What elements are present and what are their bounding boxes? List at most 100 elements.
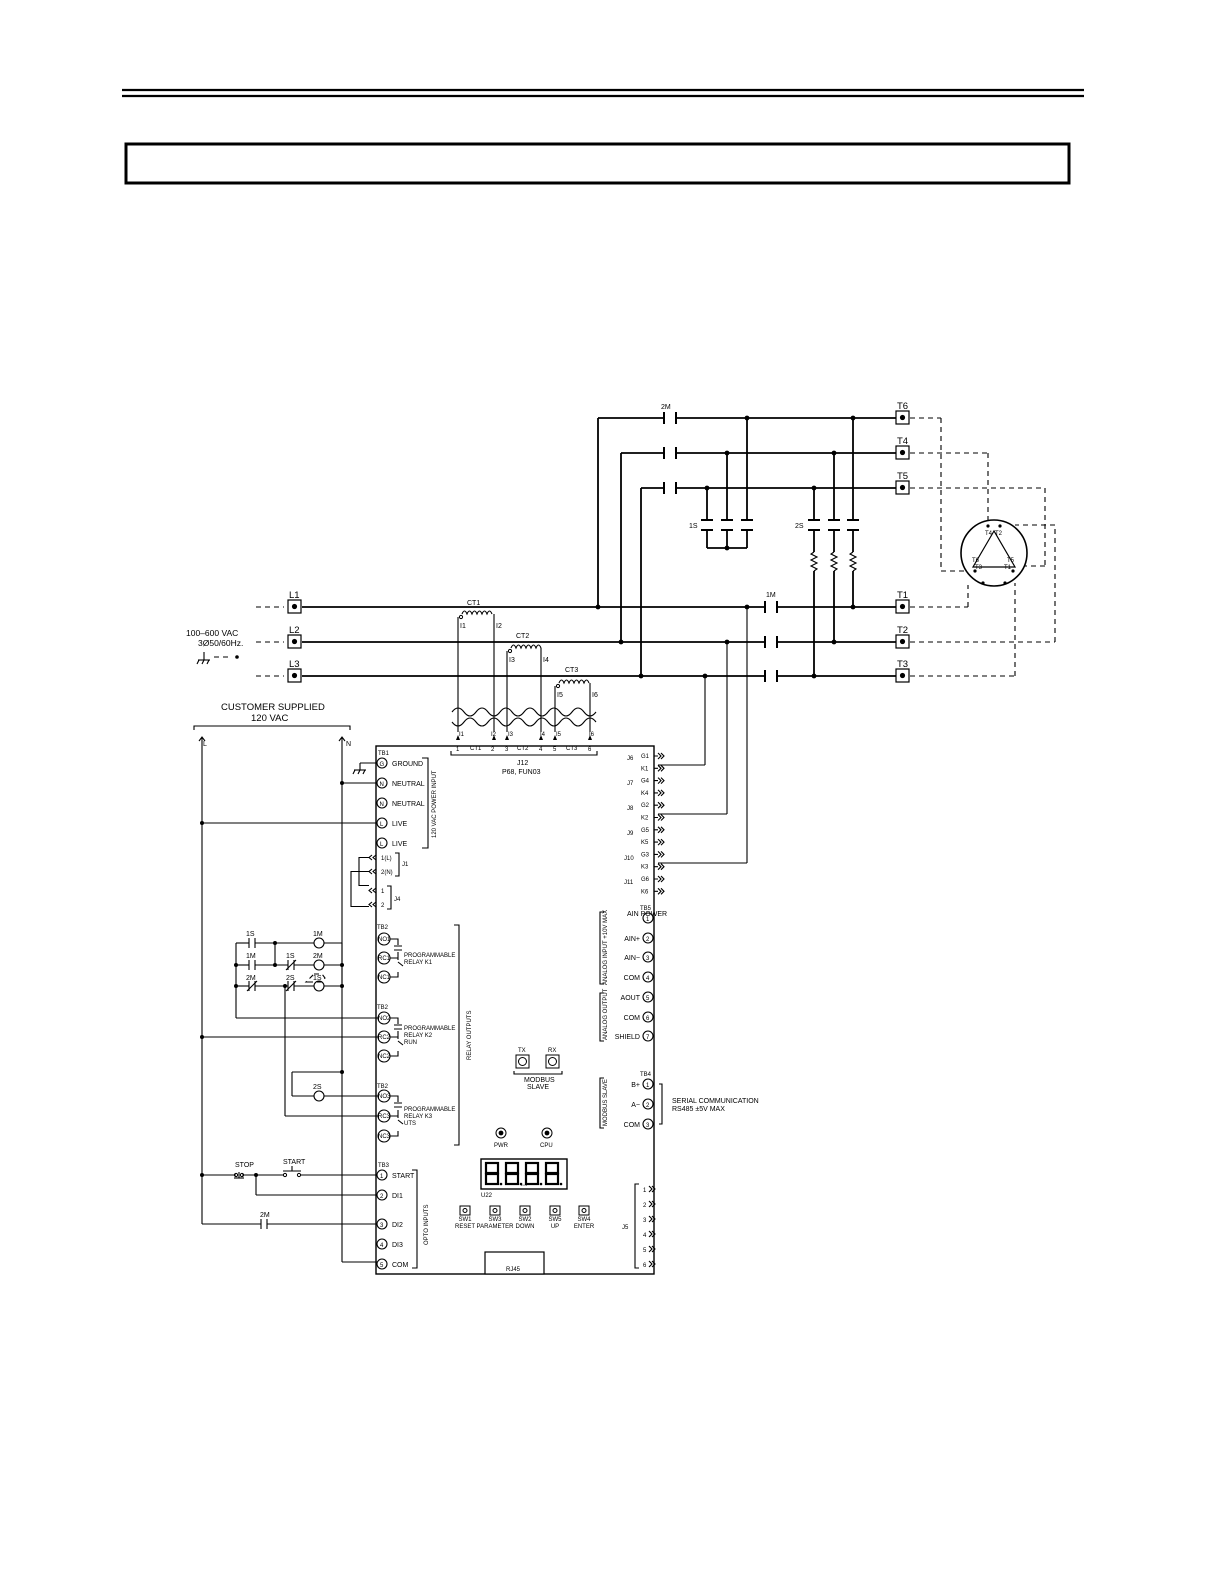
display-digit <box>524 1161 543 1186</box>
contactor-1m-label: 1M <box>766 592 776 599</box>
title-box <box>124 142 1071 185</box>
tb1-name-4: LIVE <box>392 821 408 828</box>
tb3-block: TB3 1 START 2 DI1 3 DI2 4 DI3 5 COM OPTO… <box>376 1163 430 1270</box>
relay-k3-desc-2: RELAY K3 <box>404 1114 433 1120</box>
j5-pin-arrow <box>648 1200 656 1208</box>
rj45-label: RJ45 <box>506 1267 521 1273</box>
switch-name: PARAMETER <box>477 1224 515 1230</box>
tb5-code: 3 <box>646 956 650 962</box>
relay-k2-block: TB2 <box>377 1005 389 1011</box>
tb4-group-label: MODBUS SLAVE <box>603 1079 609 1126</box>
ct-pin-label: K4 <box>641 791 649 797</box>
tb1-name-1: GROUND <box>392 761 423 768</box>
tb5-name: COM <box>624 1015 641 1022</box>
start-button-icon[interactable] <box>282 1166 302 1178</box>
tb5-name: SHIELD <box>615 1034 640 1041</box>
neutral-rail-label: N <box>346 741 351 748</box>
j5-label: J5 <box>622 1225 629 1231</box>
j12-connector: I1 I2 I3 I4 I5 I6 CT1 CT2 CT3 1 2 3 4 5 … <box>450 732 598 776</box>
line-label-l3: L3 <box>289 659 300 670</box>
switch-up-button[interactable] <box>549 1205 561 1216</box>
serial-note-1: SERIAL COMMUNICATION <box>672 1098 759 1105</box>
earth-icon <box>196 652 239 665</box>
cpu-label: CPU <box>540 1143 553 1149</box>
j12-pin-6: 6 <box>588 747 592 753</box>
tb3-code-5: 5 <box>380 1263 384 1269</box>
modbus-leds: TX RX MODBUS SLAVE <box>513 1048 563 1091</box>
tb5-code: 5 <box>646 996 650 1002</box>
terminal-t6 <box>895 410 910 425</box>
switch-down-button[interactable] <box>519 1205 531 1216</box>
switch-name: DOWN <box>516 1224 535 1230</box>
ct-input-connectors: J6 J7 J8 J9 J10 J11 G1K1G4K4G2K2G5K5G3K3… <box>624 607 748 895</box>
relay-k2-desc-1: PROGRAMMABLE <box>404 1026 455 1032</box>
ct-header-j6: J6 <box>627 756 634 762</box>
tb1-block: TB1 G GROUND N NEUTRAL N NEUTRAL L LIVE … <box>376 751 438 849</box>
j5-pin-label: 1 <box>643 1188 647 1194</box>
j12-ct-header-1: I1 <box>459 732 465 738</box>
tb5-terminal <box>642 932 654 944</box>
relay-k3-desc-3: UTS <box>404 1121 416 1127</box>
seven-segment-display: 8.8.8.8 U22 <box>480 1158 568 1199</box>
tb4-code: 3 <box>646 1123 650 1129</box>
tb5-terminal <box>642 1011 654 1023</box>
relay-k3-block: TB2 <box>377 1084 389 1090</box>
j12-pin-2: 2 <box>491 747 495 753</box>
ct1 <box>457 610 495 732</box>
tb4-terminal <box>642 1098 654 1110</box>
rx-led-icon <box>545 1054 560 1069</box>
ct2-label: CT2 <box>516 633 529 640</box>
ct-pin-arrow <box>654 851 665 858</box>
tb4-label: TB4 <box>640 1072 652 1078</box>
relay-k1-desc-2: RELAY K1 <box>404 960 433 966</box>
ladder-wiring <box>200 937 378 1117</box>
ct-pin-label: G6 <box>641 877 650 883</box>
ct-pin-arrow <box>654 863 665 871</box>
tb5-label: TB5 <box>640 906 652 912</box>
tb5-code: 7 <box>646 1035 650 1041</box>
j12-pin-1: 1 <box>456 747 460 753</box>
ct-header-j10: J10 <box>624 856 634 862</box>
j5-pin-arrow <box>648 1230 656 1238</box>
winding-t4: T4 <box>985 531 993 537</box>
ct1-label: CT1 <box>467 600 480 607</box>
tb4-name: A− <box>631 1102 640 1109</box>
terminal-t3 <box>895 668 910 683</box>
switch-enter-button[interactable] <box>578 1205 590 1216</box>
j12-ct2: CT2 <box>517 746 529 752</box>
relay-k1-pin-rc: RC1 <box>378 956 391 962</box>
stop-label: STOP <box>235 1162 254 1169</box>
contact-2s-label: 2S <box>286 975 295 982</box>
ct-pin-arrow <box>654 764 665 772</box>
supply-frequency: 3Ø50/60Hz. <box>198 638 243 648</box>
display-ref: U22 <box>481 1193 493 1199</box>
line-terminal-l1: L1 <box>287 590 302 614</box>
tb5-terminal <box>642 971 654 983</box>
motor-icon <box>960 519 1028 587</box>
ct1-pin-a: I1 <box>460 623 466 630</box>
rj45-port[interactable] <box>484 1251 545 1275</box>
line-label-l2: L2 <box>289 625 300 636</box>
winding-t2: T2 <box>995 531 1003 537</box>
j12-pin-5: 5 <box>553 747 557 753</box>
ct-pin-label: G3 <box>641 852 650 858</box>
switch-reset-button[interactable] <box>459 1205 471 1216</box>
ct2-pin-b: I4 <box>543 657 549 664</box>
switch-parameter-button[interactable] <box>489 1205 501 1216</box>
ct-pin-arrow <box>654 838 665 846</box>
stop-button-icon[interactable] <box>233 1172 245 1179</box>
terminal-t5 <box>895 480 910 495</box>
j12-ct1: CT1 <box>470 746 482 752</box>
terminal-label-t4: T4 <box>897 436 908 447</box>
j12-ct-header-2: I2 <box>491 732 497 738</box>
relay-k2: TB2 NO2 RC2 NC2 PROGRAMMABLE RELAY K2 RU… <box>377 1005 455 1063</box>
terminal-t1 <box>895 599 910 614</box>
terminal-t4 <box>895 445 910 460</box>
ct-pin-label: G1 <box>641 754 650 760</box>
ct-pin-arrow <box>654 814 665 821</box>
line-terminal-l2: L2 <box>287 625 302 649</box>
ct-pin-arrow <box>654 777 665 784</box>
ct-pin-label: G5 <box>641 828 650 834</box>
